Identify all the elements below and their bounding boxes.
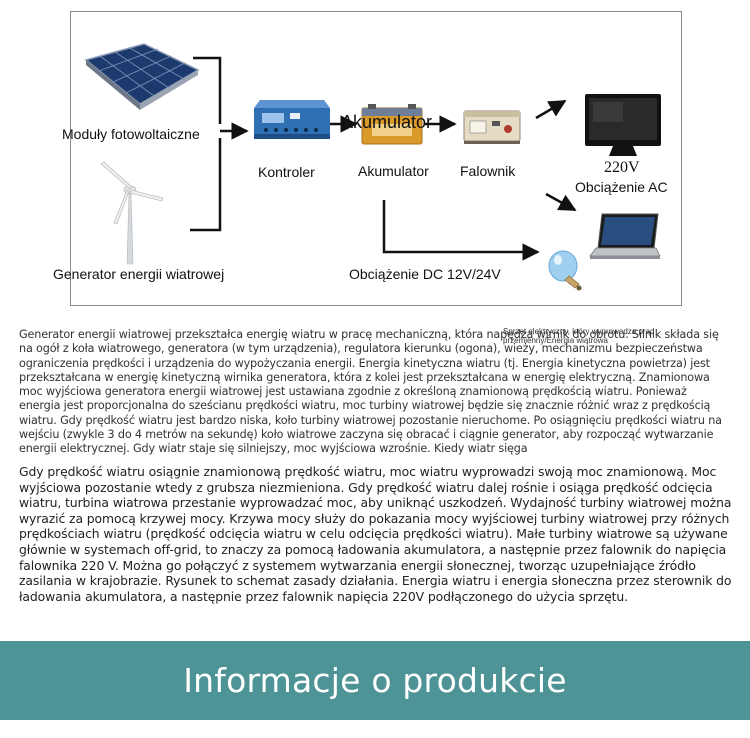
solar-panel-icon (82, 42, 200, 112)
laptop-icon (588, 212, 662, 264)
controller-icon (252, 94, 332, 144)
label-battery-overlay: Akumulator (341, 112, 432, 133)
wind-turbine-icon (95, 160, 165, 265)
label-dc-load: Obciążenie DC 12V/24V (349, 266, 501, 282)
inverter-icon (462, 107, 522, 145)
label-inverter: Falownik (460, 163, 515, 179)
label-wind-generator: Generator energii wiatrowej (53, 266, 224, 282)
description-paragraph-2: Gdy prędkość wiatru osiągnie znamionową … (19, 464, 739, 604)
description-paragraph-1: Generator energii wiatrowej przekształca… (19, 328, 731, 457)
label-voltage: 220V (604, 159, 640, 177)
tv-icon (583, 92, 663, 158)
light-bulb-icon (545, 246, 591, 296)
banner-title: Informacje o produkcie (183, 661, 567, 700)
label-ac-load: Obciążenie AC (575, 179, 668, 195)
label-battery: Akumulator (358, 163, 429, 179)
label-pv-modules: Moduły fotowoltaiczne (62, 126, 200, 142)
label-controller: Kontroler (258, 164, 315, 180)
product-info-banner: Informacje o produkcie (0, 641, 750, 720)
